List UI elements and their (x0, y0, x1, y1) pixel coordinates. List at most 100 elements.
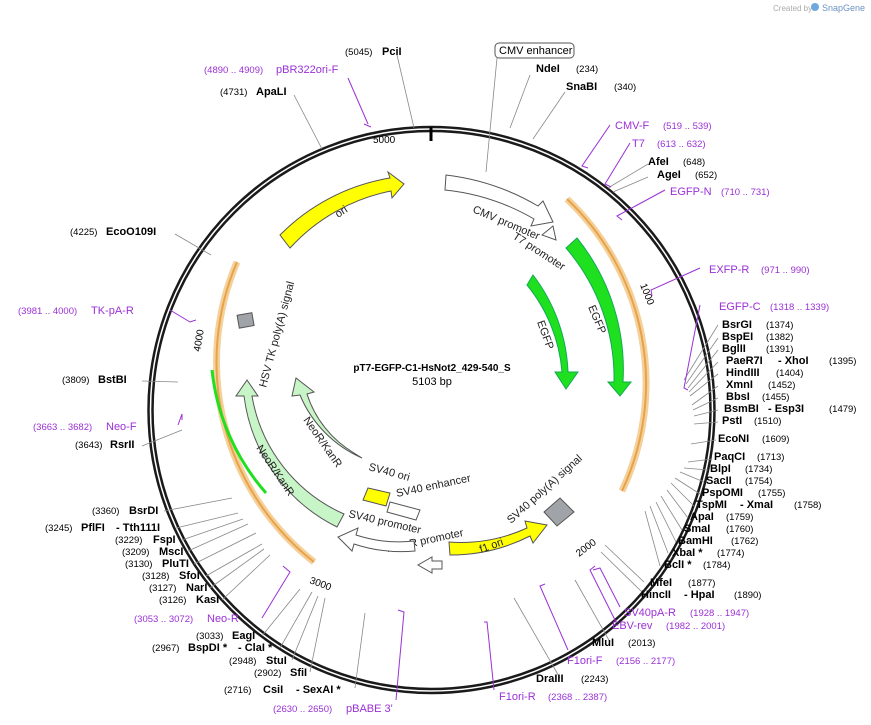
enzyme-name[interactable]: PspOMI (702, 487, 743, 499)
enzyme-name[interactable]: BsrDI (129, 505, 158, 517)
primer-name[interactable]: F1ori-R (499, 691, 536, 703)
enzyme-name2[interactable]: - SexAI * (296, 684, 341, 696)
enzyme-pos: (1455) (762, 392, 789, 403)
enzyme-name[interactable]: MluI (592, 637, 614, 649)
enzyme-pos: (4731) (220, 87, 247, 98)
enzyme-name[interactable]: PciI (382, 46, 402, 58)
tick-5000: 5000 (373, 135, 396, 146)
primer-pos: (971 .. 990) (761, 265, 810, 276)
sv40-enhancer-box[interactable] (386, 501, 421, 521)
primer-name[interactable]: TK-pA-R (91, 305, 134, 317)
enzyme-name[interactable]: EcoNI (718, 433, 749, 445)
enzyme-name[interactable]: CsiI (263, 684, 283, 696)
enzyme-name[interactable]: BsmBI (724, 403, 759, 415)
enzyme-name2[interactable]: - HpaI (684, 589, 715, 601)
enzyme-name[interactable]: SnaBI (566, 81, 597, 93)
enzyme-pos: (3229) (115, 535, 142, 546)
enzyme-name[interactable]: AfeI (648, 156, 669, 168)
enzyme-name[interactable]: HincII (641, 589, 671, 601)
enzyme-name[interactable]: MfeI (650, 577, 672, 589)
primer-name[interactable]: EGFP-N (670, 186, 712, 198)
primer-name[interactable]: EBV-rev (612, 620, 653, 632)
enzyme-name[interactable]: BlpI (710, 463, 731, 475)
primer-name[interactable]: Neo-R (207, 613, 239, 625)
enzyme-pos: (2243) (581, 674, 608, 685)
cmv-promoter-arrow[interactable] (444, 174, 554, 227)
tick-4000: 4000 (192, 328, 207, 352)
f1-ori-arrow[interactable] (448, 520, 548, 556)
enzyme-name[interactable]: StuI (266, 655, 287, 667)
enzyme-name2[interactable]: - XhoI (778, 355, 809, 367)
enzyme-name[interactable]: AgeI (657, 169, 681, 181)
enzyme-name[interactable]: SfoI (179, 570, 200, 582)
enzyme-pos: (1755) (758, 488, 785, 499)
enzyme-pos: (3033) (196, 631, 223, 642)
primer-name[interactable]: SV40pA-R (624, 607, 676, 619)
enzyme-pos: (2902) (254, 668, 281, 679)
enzyme-name[interactable]: BspDI * (188, 642, 228, 654)
sv40-promoter-arrow[interactable] (337, 527, 416, 553)
enzyme-name[interactable]: FspI (153, 534, 176, 546)
primer-name[interactable]: EGFP-C (719, 301, 761, 313)
primer-name[interactable]: pBR322ori-F (276, 64, 339, 76)
enzyme-name[interactable]: PflFI (81, 522, 105, 534)
enzyme-name[interactable]: NarI (186, 582, 207, 594)
enzyme-name[interactable]: EcoO109I (106, 226, 156, 238)
enzyme-name2[interactable]: - ClaI * (238, 642, 273, 654)
enzyme-name[interactable]: XbaI * (672, 547, 703, 559)
primer-name[interactable]: F1ori-F (567, 655, 603, 667)
enzyme-name[interactable]: SmaI (684, 523, 710, 535)
egfp-outer-arrow[interactable] (565, 237, 633, 397)
primer-name[interactable]: T7 (632, 138, 645, 150)
primer-name[interactable]: CMV-F (615, 120, 650, 132)
enzyme-name[interactable]: NdeI (536, 63, 560, 75)
enzyme-name[interactable]: PaeR7I (726, 355, 763, 367)
enzyme-name[interactable]: SacII (706, 475, 732, 487)
enzyme-name[interactable]: BstBI (98, 374, 127, 386)
enzyme-name[interactable]: PaqCI (714, 451, 745, 463)
enzyme-name[interactable]: PluTI (162, 558, 189, 570)
egfp-inner-arrow[interactable] (526, 274, 579, 390)
snapgene-logo-icon (811, 3, 819, 11)
primer-name[interactable]: Neo-F (106, 421, 137, 433)
ampr-promoter-arrow[interactable] (416, 556, 443, 574)
enzyme-name[interactable]: SfiI (290, 667, 307, 679)
hsv-tk-polya-box[interactable] (236, 312, 255, 329)
enzyme-name[interactable]: BspEI (722, 331, 753, 343)
tick-1000: 1000 (637, 282, 656, 307)
enzyme-name[interactable]: DraIII (536, 673, 564, 685)
enzyme-pos: (1759) (726, 512, 753, 523)
enzyme-name[interactable]: BclI * (664, 559, 692, 571)
neor-inner-arrow[interactable] (291, 377, 363, 459)
enzyme-name[interactable]: BglII (722, 343, 746, 355)
enzyme-name[interactable]: PstI (722, 415, 742, 427)
enzyme-name[interactable]: ApaLI (256, 86, 287, 98)
enzyme-name[interactable]: BamHI (678, 535, 713, 547)
neor-outer-arrow[interactable] (235, 379, 345, 528)
sv40-ori-box[interactable] (362, 487, 391, 507)
enzyme-name[interactable]: MscI (159, 546, 183, 558)
enzyme-name2[interactable]: - XmaI (740, 499, 773, 511)
enzyme-name[interactable]: XmnI (726, 379, 753, 391)
enzyme-pos: (1774) (717, 548, 744, 559)
enzyme-name[interactable]: TspMI (696, 499, 727, 511)
enzyme-name2[interactable]: - Esp3I (768, 403, 804, 415)
enzyme-name[interactable]: BsrGI (722, 319, 752, 331)
cmv-enhancer-label: CMV enhancer (499, 45, 573, 57)
enzyme-name[interactable]: KasI (196, 594, 219, 606)
enzyme-name[interactable]: EagI (232, 630, 255, 642)
ori-arrow[interactable] (279, 170, 405, 249)
enzyme-pos: (1510) (754, 416, 781, 427)
neor-orange-arc (213, 260, 317, 565)
enzyme-name[interactable]: RsrII (110, 439, 134, 451)
enzyme-name[interactable]: HindIII (726, 367, 760, 379)
sv40-polya-box[interactable] (543, 497, 575, 527)
enzyme-name[interactable]: ApaI (690, 511, 714, 523)
primer-name[interactable]: pBABE 3' (346, 703, 393, 715)
enzyme-pos: (1758) (794, 500, 821, 511)
t7-promoter-arrow[interactable] (540, 225, 557, 241)
enzyme-name[interactable]: BbsI (726, 391, 750, 403)
primer-name[interactable]: EXFP-R (709, 264, 749, 276)
enzyme-pos: (3245) (45, 523, 72, 534)
enzyme-name2[interactable]: - Tth111I (116, 522, 160, 534)
